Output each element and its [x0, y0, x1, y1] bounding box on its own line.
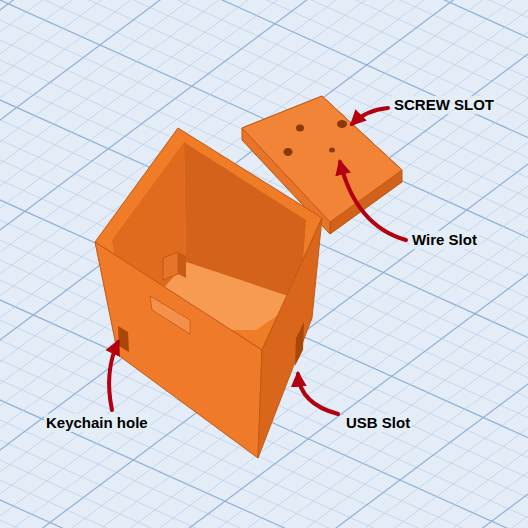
- wire-hole: [284, 148, 293, 156]
- callout-label: USB Slot: [344, 414, 412, 432]
- grid-line: [0, 438, 528, 528]
- grid-line: [0, 491, 528, 528]
- grid-line: [0, 0, 528, 334]
- grid-line: [0, 58, 528, 351]
- grid-line: [0, 0, 528, 378]
- screw-hole: [296, 125, 304, 132]
- wire-hole: [329, 148, 335, 153]
- screw-hole: [337, 120, 347, 128]
- callout-label: SCREW SLOT: [392, 96, 496, 114]
- inner-post: [163, 252, 178, 280]
- keychain-hole: [118, 326, 129, 352]
- inner-post-side: [178, 252, 186, 278]
- grid-line: [0, 0, 528, 466]
- callout-arrow: [352, 108, 388, 124]
- grid-line: [0, 0, 528, 510]
- grid-line: [0, 469, 528, 528]
- grid-line: [0, 0, 528, 136]
- grid-line: [0, 0, 528, 488]
- callout-arrow: [298, 374, 338, 414]
- grid-line: [0, 18, 528, 311]
- callout-arrow: [340, 162, 406, 240]
- grid-line: [0, 513, 528, 528]
- callout-arrows: [109, 108, 406, 414]
- grid-line: [0, 73, 528, 528]
- grid-line: [0, 458, 528, 528]
- grid-line: [0, 0, 528, 114]
- callout-arrow: [109, 342, 118, 410]
- grid-line: [0, 117, 528, 528]
- grid-line: [0, 478, 528, 528]
- box: [95, 128, 322, 458]
- grid-line: [0, 0, 528, 48]
- grid-line: [0, 0, 528, 400]
- grid-line: [0, 447, 528, 528]
- usb-slot: [295, 322, 304, 366]
- grid-line: [0, 0, 528, 312]
- box-right: [258, 218, 322, 458]
- grid-line: [0, 0, 528, 130]
- callout-label: Wire Slot: [410, 231, 479, 249]
- grid-line: [0, 0, 528, 92]
- callout-label: Keychain hole: [44, 414, 150, 432]
- grid-line: [0, 0, 528, 90]
- front-notch: [150, 296, 190, 334]
- grid-line: [0, 29, 528, 528]
- grid-line: [0, 498, 528, 528]
